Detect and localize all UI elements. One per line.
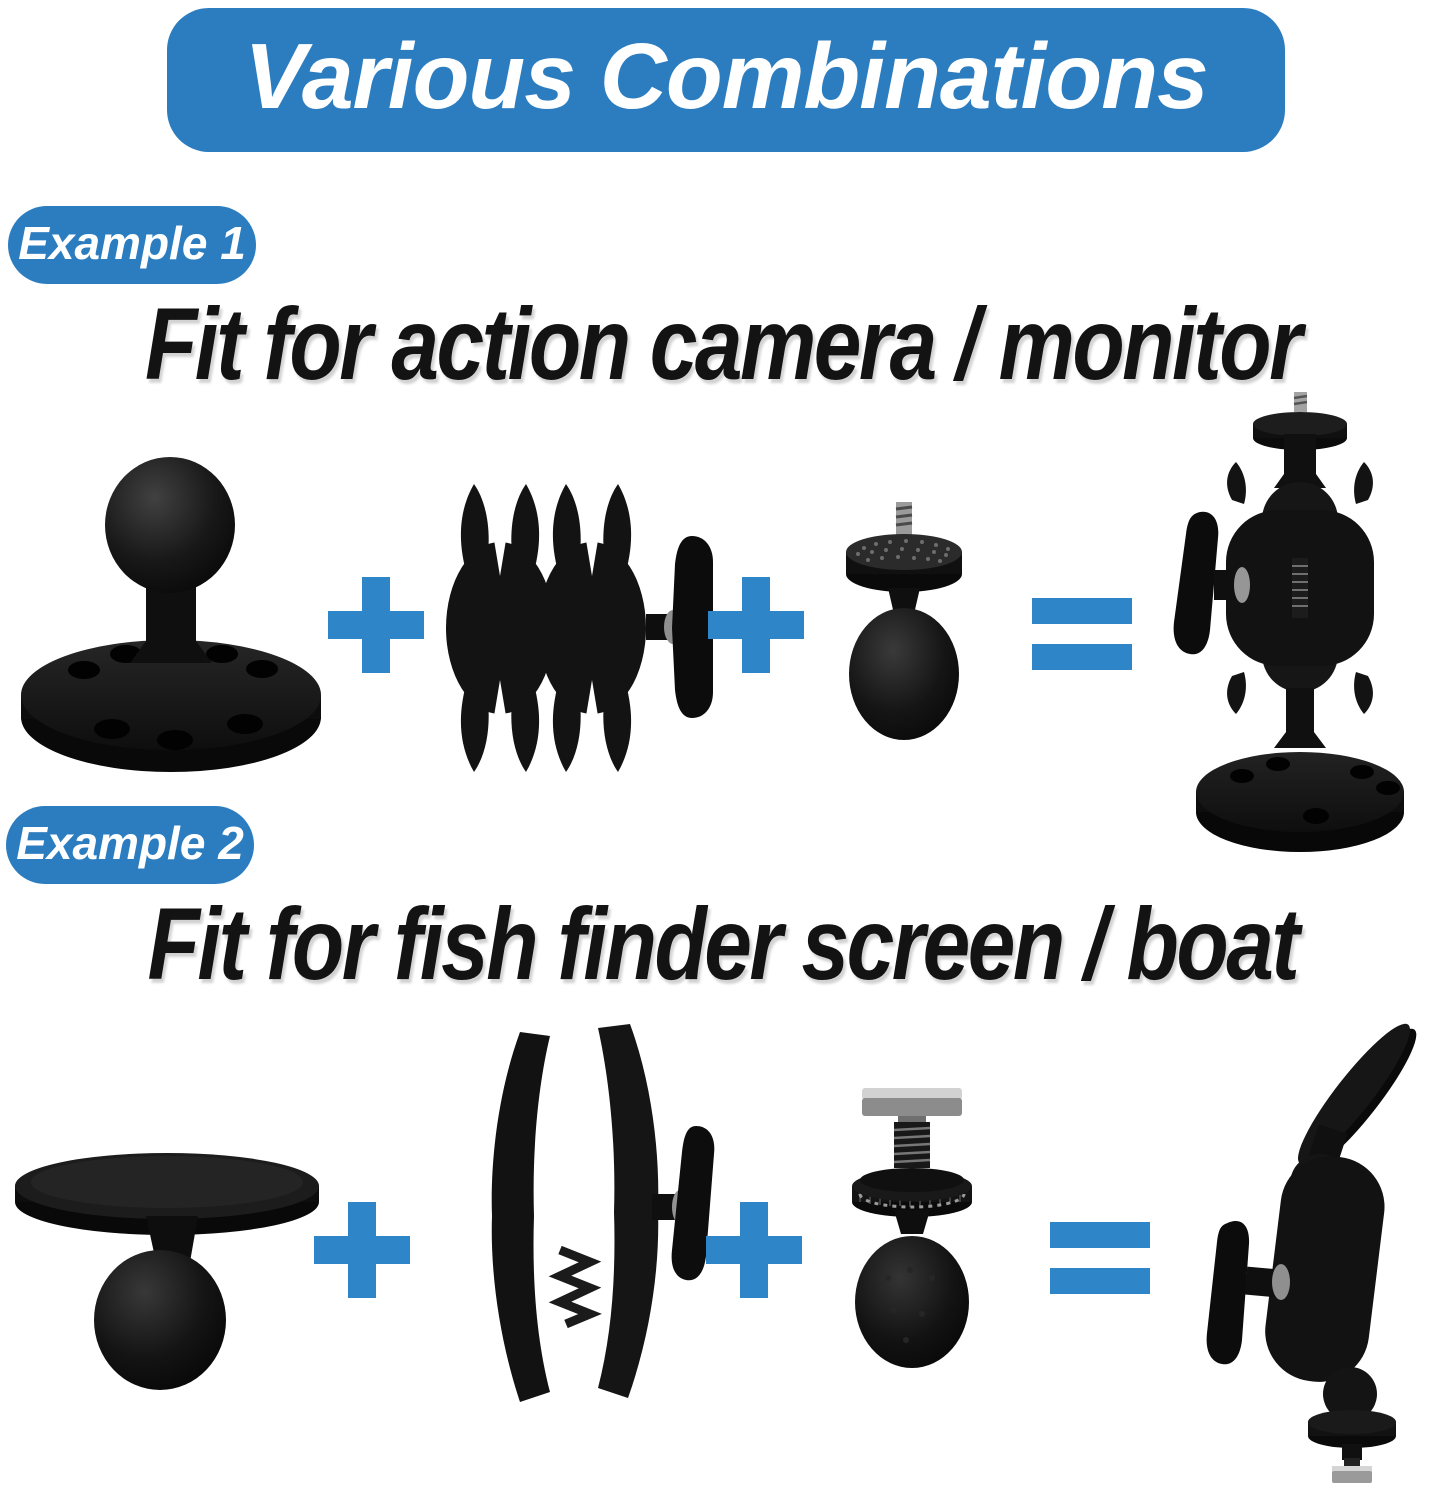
example-2-heading: Fit for fish finder screen / boat bbox=[147, 887, 1300, 1001]
double-socket-arm-image bbox=[446, 484, 713, 772]
example-2-badge-label: Example 2 bbox=[16, 817, 244, 869]
example-1-badge-label: Example 1 bbox=[18, 217, 246, 269]
plus-icon bbox=[708, 577, 804, 673]
assembled-camera-monitor-mount-image bbox=[1173, 392, 1404, 852]
plus-icon bbox=[706, 1202, 802, 1298]
long-open-socket-arm-image bbox=[491, 1024, 715, 1402]
page-title: Various Combinations bbox=[244, 23, 1208, 128]
camera-screw-ball-adapter-image bbox=[846, 502, 962, 740]
round-disc-ball-mount-image bbox=[15, 1153, 319, 1390]
example-1-heading: Fit for action camera / monitor bbox=[145, 287, 1302, 401]
title-banner: Various Combinations bbox=[167, 8, 1285, 152]
example-2-badge: Example 2 bbox=[6, 806, 254, 884]
equals-icon bbox=[1032, 598, 1132, 670]
assembled-fish-finder-boat-mount-image bbox=[1206, 1023, 1417, 1483]
round-drill-base-ball-mount-image bbox=[21, 457, 321, 772]
example-1-badge: Example 1 bbox=[8, 206, 256, 284]
plus-icon bbox=[314, 1202, 410, 1298]
plus-icon bbox=[328, 577, 424, 673]
equals-icon bbox=[1050, 1222, 1150, 1294]
t-bolt-track-ball-adapter-image bbox=[852, 1088, 972, 1368]
